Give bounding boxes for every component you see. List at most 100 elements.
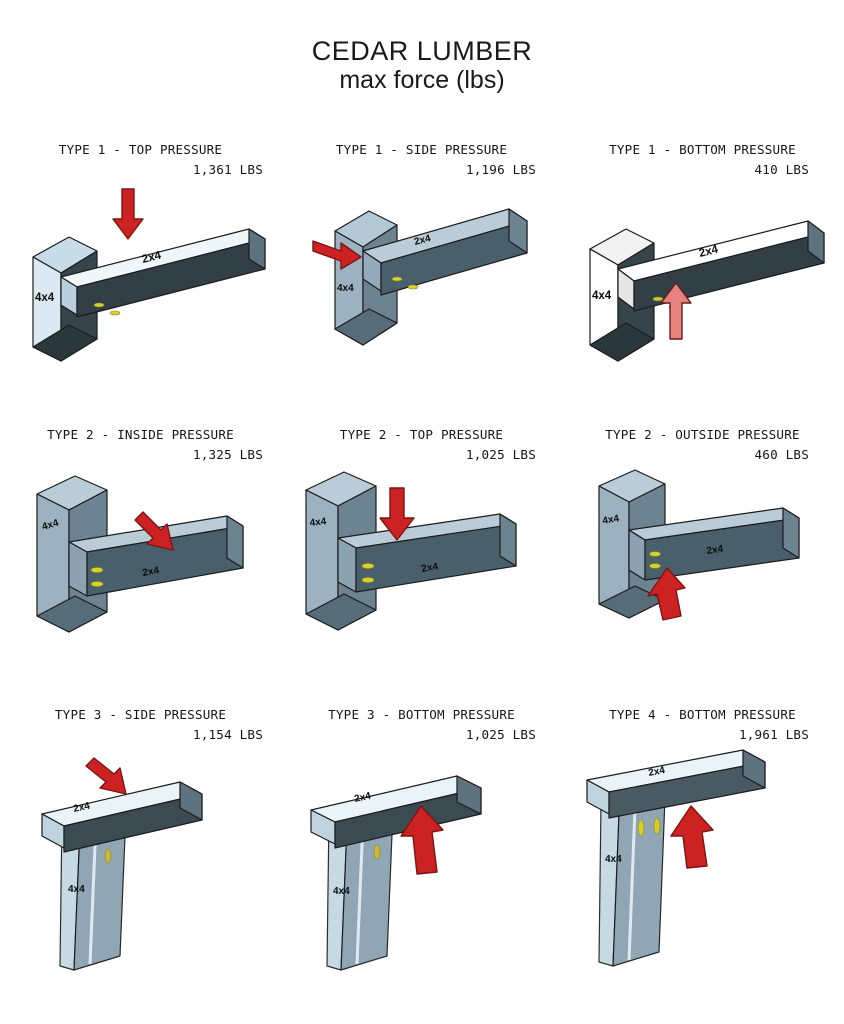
force-arrow-up-icon (669, 805, 714, 869)
beam-label: 2x4 (697, 244, 719, 260)
force-arrow-up-icon (659, 282, 692, 340)
post-label: 4x4 (333, 886, 350, 897)
figure-type3-side: 2x4 4x4 (0, 744, 281, 994)
figure-type1-bottom: 2x4 4x4 (562, 179, 843, 394)
post-label: 4x4 (309, 516, 327, 529)
post-label: 4x4 (40, 518, 59, 533)
figure-type2-top: 4x4 2x4 (281, 464, 562, 674)
caption-line-2: 460 LBS (754, 446, 809, 462)
screw-icon (391, 276, 402, 282)
force-arrow-down-right-icon (133, 511, 174, 551)
caption-line-1: TYPE 1 - SIDE PRESSURE (335, 142, 508, 157)
caption-line-1: TYPE 3 - BOTTOM PRESSURE (328, 707, 515, 722)
caption-line-1: TYPE 3 - SIDE PRESSURE (54, 707, 227, 722)
screw-icon (652, 296, 663, 302)
panel-type2-outside: TYPE 2 - OUTSIDE PRESSURE 460 LBS (562, 425, 843, 700)
force-arrow-down-icon (378, 487, 415, 541)
panel-type2-top: TYPE 2 - TOP PRESSURE 1,025 LBS (281, 425, 562, 700)
beam-far-end-face (247, 228, 266, 270)
screw-icon (109, 310, 120, 316)
panel-type3-bottom: TYPE 3 - BOTTOM PRESSURE 1,025 LBS (281, 705, 562, 1015)
title-sub: max force (lbs) (339, 66, 505, 95)
post-label: 4x4 (605, 854, 622, 865)
beam-far-end-face (455, 775, 482, 815)
figure-type1-top: 2x4 4x4 (0, 179, 281, 394)
beam-far-end-face (225, 515, 244, 569)
figure-type3-bottom: 2x4 4x4 (281, 744, 562, 994)
screw-icon (648, 551, 661, 557)
beam-label: 2x4 (647, 765, 666, 779)
figure-type2-inside: 4x4 2x4 (0, 464, 281, 674)
panel-caption: TYPE 2 - INSIDE PRESSURE 1,325 LBS (0, 425, 281, 464)
screw-icon (407, 284, 418, 290)
panel-type4-bottom: TYPE 4 - BOTTOM PRESSURE 1,961 LBS (562, 705, 843, 1015)
panel-caption: TYPE 3 - SIDE PRESSURE 1,154 LBS (0, 705, 281, 744)
caption-line-1: TYPE 4 - BOTTOM PRESSURE (609, 707, 796, 722)
panel-caption: TYPE 3 - BOTTOM PRESSURE 1,025 LBS (281, 705, 562, 744)
beam-far-end-face (498, 513, 517, 567)
caption-line-1: TYPE 2 - OUTSIDE PRESSURE (605, 427, 800, 442)
caption-line-2: 1,025 LBS (465, 446, 536, 462)
panel-caption: TYPE 1 - SIDE PRESSURE 1,196 LBS (281, 140, 562, 179)
beam-far-end-face (507, 208, 528, 254)
screw-icon (90, 567, 103, 573)
panel-type1-top: TYPE 1 - TOP PRESSURE 1,361 LBS (0, 140, 281, 420)
beam-far-end-face (806, 220, 825, 264)
caption-line-1: TYPE 2 - TOP PRESSURE (339, 427, 504, 442)
page-title: CEDAR LUMBER max force (lbs) (0, 36, 844, 95)
panel-type3-side: TYPE 3 - SIDE PRESSURE 1,154 LBS (0, 705, 281, 1015)
post-bottom-face (304, 593, 377, 631)
screw-icon (104, 848, 111, 864)
beam-label: 2x4 (420, 561, 439, 575)
post-edge-highlight (355, 819, 364, 965)
beam-label: 2x4 (72, 801, 91, 815)
caption-line-1: TYPE 1 - BOTTOM PRESSURE (609, 142, 796, 157)
beam-label: 2x4 (705, 544, 723, 557)
caption-line-2: 410 LBS (754, 161, 809, 177)
force-arrow-down-icon (111, 188, 144, 240)
post-label: 4x4 (337, 283, 354, 294)
screw-icon (637, 819, 644, 837)
beam-label: 2x4 (140, 250, 162, 266)
screw-icon (361, 563, 374, 569)
beam-far-end-face (741, 749, 766, 789)
screw-icon (361, 577, 374, 583)
force-arrow-up-icon (399, 805, 444, 875)
caption-line-2: 1,961 LBS (738, 726, 809, 742)
figure-type2-outside: 4x4 2x4 (562, 464, 843, 674)
panel-type1-side: TYPE 1 - SIDE PRESSURE 1,196 LBS (281, 140, 562, 420)
caption-line-2: 1,025 LBS (465, 726, 536, 742)
beam-label: 2x4 (413, 233, 432, 248)
figure-type1-side: 2x4 4x4 (281, 179, 562, 394)
figure-type4-bottom: 2x4 4x4 (562, 744, 843, 994)
caption-line-2: 1,325 LBS (192, 446, 263, 462)
post-label: 4x4 (68, 884, 85, 895)
force-arrow-up-icon (646, 567, 686, 621)
force-arrow-down-right-icon (84, 757, 127, 795)
caption-line-1: TYPE 2 - INSIDE PRESSURE (47, 427, 234, 442)
beam-end-face (67, 541, 88, 597)
post-bottom-face (31, 324, 98, 362)
title-main: CEDAR LUMBER (311, 36, 533, 66)
panel-type2-inside: TYPE 2 - INSIDE PRESSURE 1,325 LBS (0, 425, 281, 700)
screw-icon (373, 844, 380, 860)
panel-caption: TYPE 2 - TOP PRESSURE 1,025 LBS (281, 425, 562, 464)
post-bottom-face (35, 595, 108, 633)
screw-icon (93, 302, 104, 308)
panel-caption: TYPE 2 - OUTSIDE PRESSURE 460 LBS (562, 425, 843, 464)
screw-icon (90, 581, 103, 587)
panel-type1-bottom: TYPE 1 - BOTTOM PRESSURE 410 LBS (562, 140, 843, 420)
panel-caption: TYPE 1 - BOTTOM PRESSURE 410 LBS (562, 140, 843, 179)
beam-far-end-face (781, 507, 800, 559)
post-label: 4x4 (601, 513, 620, 527)
post-bottom-face (588, 322, 655, 362)
panel-caption: TYPE 4 - BOTTOM PRESSURE 1,961 LBS (562, 705, 843, 744)
beam-end-face (336, 537, 357, 593)
panel-caption: TYPE 1 - TOP PRESSURE 1,361 LBS (0, 140, 281, 179)
post-label: 4x4 (592, 290, 612, 302)
post-edge-highlight (627, 807, 636, 961)
beam-far-end-face (178, 781, 203, 821)
screw-icon (648, 563, 661, 569)
